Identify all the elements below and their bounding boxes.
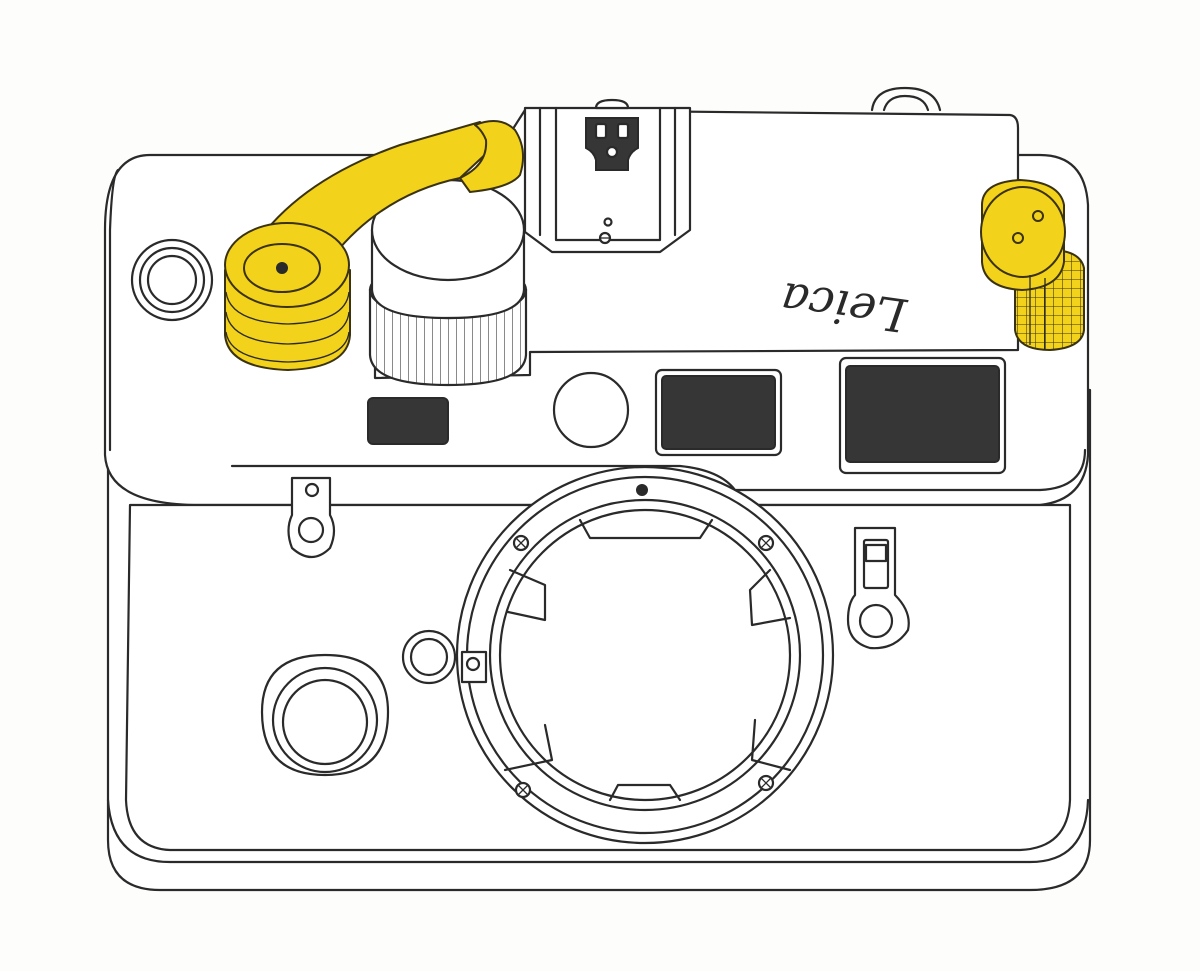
flash-sync-socket	[260, 653, 390, 777]
film-advance-lever[interactable]	[224, 120, 525, 371]
viewfinder-eyepiece-front	[130, 238, 214, 322]
strap-lug-top	[870, 86, 942, 112]
mount-screw	[757, 534, 775, 552]
strap-lug-top-inner	[882, 94, 930, 112]
rewind-knob[interactable]	[980, 179, 1085, 352]
lens-alignment-dot	[636, 484, 648, 496]
shutter-speed-dial[interactable]	[368, 178, 528, 387]
mount-screw	[512, 534, 530, 552]
mount-screw	[514, 781, 532, 799]
body-inner-outline	[108, 168, 120, 452]
base-plate-inner	[106, 798, 1090, 864]
viewfinder-window	[838, 356, 1007, 475]
lens-release-button[interactable]	[401, 629, 488, 685]
rangefinder-window-left	[367, 397, 449, 445]
strap-lug-left	[287, 476, 336, 559]
frame-selector-lever[interactable]	[846, 526, 910, 650]
accessory-shoe	[523, 98, 692, 254]
rangefinder-window	[654, 368, 783, 457]
lens-mount	[455, 465, 835, 845]
frame-illumination-window	[552, 371, 630, 449]
lever-pivot-dot	[276, 262, 288, 274]
mount-screw	[757, 774, 775, 792]
top-plate-side	[1038, 448, 1087, 492]
